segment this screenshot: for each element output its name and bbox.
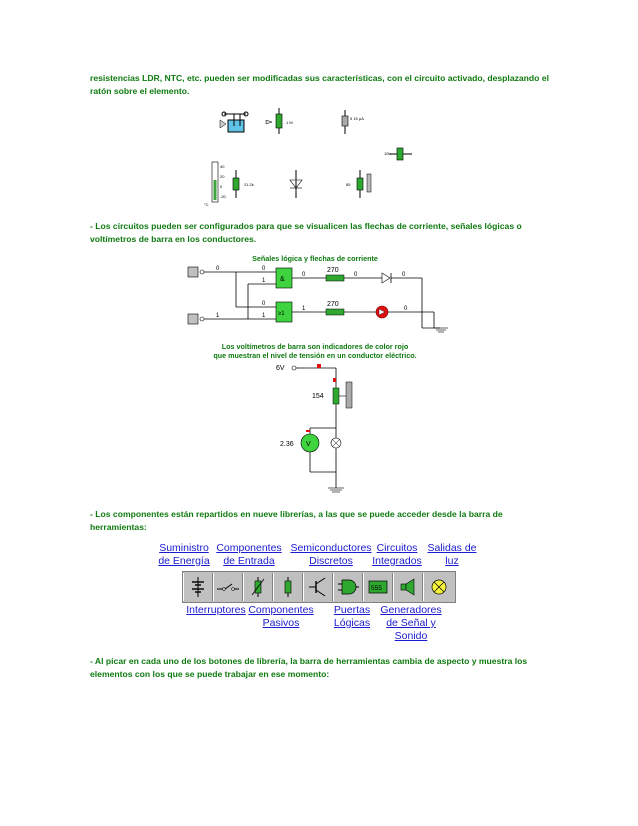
switch-button[interactable] (213, 573, 243, 601)
config-paragraph: - Los circuitos pueden ser configurados … (90, 221, 522, 244)
and-gate-icon: & (275, 267, 293, 289)
svg-text:1: 1 (216, 313, 220, 319)
switch-icon (217, 583, 239, 591)
svg-text:0: 0 (354, 272, 358, 278)
lamp-icon (330, 437, 342, 449)
svg-text:0: 0 (404, 306, 408, 312)
battery-button[interactable] (183, 573, 213, 601)
intro-paragraph: resistencias LDR, NTC, etc. pueden ser m… (90, 73, 549, 96)
svg-text:0: 0 (216, 266, 220, 272)
svg-text:0: 0 (262, 266, 266, 272)
svg-text:1: 1 (262, 313, 266, 319)
ground-icon (434, 327, 448, 333)
resistor-bottom-icon: 270 (325, 301, 345, 316)
logic-gate-icon (338, 579, 359, 595)
integrated-circuits-button[interactable]: 555 (363, 573, 393, 601)
transistor-icon (309, 577, 326, 597)
toolbar-paragraph: - Al picar en cada uno de los botones de… (90, 656, 528, 679)
water-sensor-icon (219, 111, 249, 133)
svg-text:°C: °C (204, 202, 209, 207)
svg-text:1: 1 (302, 306, 306, 312)
svg-text:≥1: ≥1 (278, 311, 285, 317)
libraries-paragraph: - Los componentes están repartidos en nu… (90, 509, 503, 532)
svg-text:21.2k: 21.2k (244, 182, 254, 187)
ntc-icon: 21.2k (232, 170, 254, 198)
svg-text:20: 20 (220, 174, 225, 179)
potentiometer-icon: 85 (346, 170, 372, 198)
battery-icon (192, 577, 204, 597)
svg-text:270: 270 (327, 301, 339, 308)
svg-text:0: 0 (220, 184, 223, 189)
svg-text:40: 40 (220, 164, 225, 169)
svg-text:&: & (280, 276, 285, 283)
library-label-switches[interactable]: Interruptores (186, 604, 246, 616)
potentiometer-icon: 154 (312, 381, 353, 409)
svg-text:6V: 6V (276, 365, 285, 372)
lamp-icon (431, 579, 446, 595)
passive-components-button[interactable] (273, 573, 303, 601)
input-switch-a[interactable] (187, 266, 205, 278)
svg-text:154: 154 (312, 393, 324, 400)
svg-text:270: 270 (327, 267, 339, 274)
svg-text:1 M: 1 M (286, 120, 293, 125)
semiconductors-button[interactable] (303, 573, 333, 601)
logic-circuit-figure: & ≥1 270 270 0 1 0 1 0 1 0 0 1 0 0 (187, 266, 448, 333)
input-component-icon (251, 577, 265, 597)
voltmeter-circuit-figure: 6V 154 V 2.36 (276, 364, 353, 493)
photodiode-icon (289, 170, 303, 198)
voltmeter-caption-line1: Los voltímetros de barra son indicadores… (221, 342, 409, 351)
or-gate-icon: ≥1 (275, 301, 293, 323)
svg-text:1: 1 (262, 278, 266, 284)
voltmeter-icon: V 2.36 (280, 433, 320, 453)
speaker-icon (400, 578, 415, 596)
light-outputs-button[interactable] (423, 573, 453, 601)
svg-text:-20: -20 (220, 194, 227, 199)
led-icon (375, 305, 389, 319)
logic-gates-button[interactable] (333, 573, 363, 601)
svg-text:85: 85 (346, 182, 351, 187)
svg-text:0: 0 (302, 272, 306, 278)
svg-text:0: 0 (402, 272, 406, 278)
diode-icon (381, 272, 392, 284)
ground-icon (328, 487, 344, 493)
sensor-components-figure: 1 M 5 15 μA 10k 40 20 0 -20 °C 21.2k 85 (204, 108, 412, 207)
voltmeter-caption-line2: que muestran el nivel de tensión en un c… (213, 351, 417, 360)
svg-text:V: V (306, 441, 311, 448)
svg-text:2.36: 2.36 (280, 441, 294, 448)
current-sensor-icon: 5 15 μA (341, 110, 364, 134)
variable-resistor-icon: 10k (384, 147, 412, 161)
input-switch-b[interactable] (187, 313, 205, 325)
logic-signals-caption: Señales lógica y flechas de corriente (252, 254, 378, 263)
signal-sound-button[interactable] (393, 573, 423, 601)
thermometer-icon: 40 20 0 -20 °C (204, 161, 227, 207)
svg-text:555: 555 (371, 585, 382, 592)
resistor-top-icon: 270 (325, 267, 345, 282)
library-toolbar: 555 (182, 571, 456, 603)
svg-text:5 15 μA: 5 15 μA (350, 116, 364, 121)
svg-text:10k: 10k (384, 151, 390, 156)
svg-text:0: 0 (262, 301, 266, 307)
ic-555-icon: 555 (368, 580, 388, 594)
input-components-button[interactable] (243, 573, 273, 601)
ldr-icon: 1 M (265, 108, 293, 134)
resistor-icon (284, 577, 292, 597)
